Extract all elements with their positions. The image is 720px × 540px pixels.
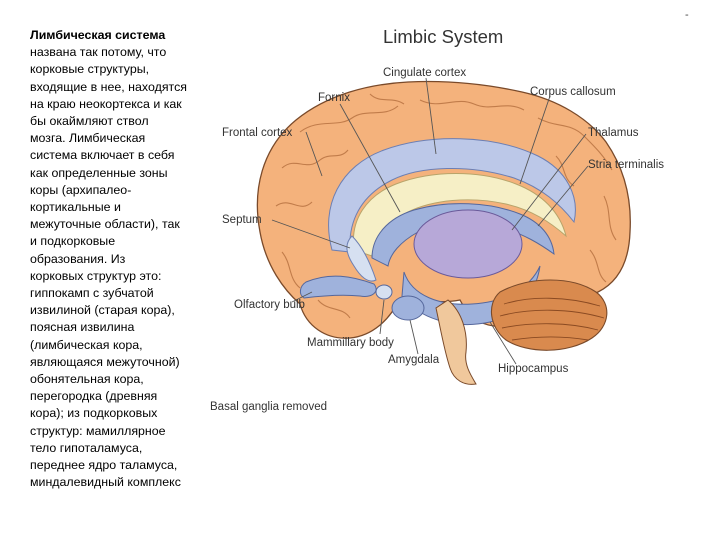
text-line: поясная извилина — [30, 320, 135, 335]
text-line: кора); из подкорковых — [30, 406, 158, 421]
text-line: переднее ядро таламуса, — [30, 458, 178, 473]
label-thalamus: Thalamus — [588, 127, 639, 139]
text-line: межуточные области), так — [30, 217, 180, 232]
text-line: являющаяся межуточной) — [30, 354, 180, 369]
label-amygdala: Amygdala — [388, 354, 440, 366]
text-line: структур: мамиллярное — [30, 423, 166, 438]
thalamus-region — [413, 209, 523, 279]
text-line: коры (архипалео- — [30, 182, 132, 197]
text-line: миндалевидный комплекс — [30, 475, 181, 490]
corner-mark: - — [685, 9, 689, 21]
text-line: кортикальные и — [30, 200, 121, 215]
leader-lines — [271, 77, 589, 365]
text-line: перегородка (древняя — [30, 389, 158, 404]
amygdala-region — [391, 295, 425, 321]
text-line: корковые структуры, — [30, 62, 150, 77]
olfactory-bulb-region — [299, 275, 377, 299]
text-line: система включает в себя — [30, 148, 175, 163]
text-line: корковых структур это: — [30, 268, 162, 283]
label-frontal-cortex: Frontal cortex — [222, 127, 293, 139]
cerebellum — [490, 279, 608, 351]
text-line: образования. Из — [30, 251, 126, 266]
text-line: мозга. Лимбическая — [30, 131, 146, 146]
text-line: как определенные зоны — [30, 165, 168, 180]
label-septum: Septum — [222, 214, 262, 226]
mammillary-body-region — [375, 284, 393, 300]
text-line: и подкорковые — [30, 234, 116, 249]
figure-title: Limbic System — [383, 26, 503, 47]
text-line: бы окаймляют ствол — [30, 114, 149, 129]
label-corpus-callosum: Corpus callosum — [530, 86, 616, 98]
text-line: на краю неокортекса и как — [30, 96, 182, 111]
text-line: гиппокамп с зубчатой — [30, 286, 154, 301]
label-fornix: Fornix — [318, 92, 350, 104]
description-text: Лимбическая система названа так потому, … — [30, 27, 212, 491]
brainstem — [435, 299, 477, 385]
cingulate-cortex-region — [328, 138, 576, 253]
text-line: (лимбическая кора, — [30, 337, 143, 352]
label-hippocampus: Hippocampus — [498, 363, 569, 375]
label-cingulate-cortex: Cingulate cortex — [383, 67, 466, 79]
cerebellum-folia — [499, 297, 605, 341]
label-stria-terminalis: Stria terminalis — [588, 159, 664, 171]
label-mammillary-body: Mammillary body — [307, 337, 394, 349]
text-line: Лимбическая система — [30, 28, 166, 42]
text-line: названа так потому, что — [30, 45, 167, 60]
text-line: обонятельная кора, — [30, 372, 144, 387]
text-line: извилиной (старая кора), — [30, 303, 175, 318]
text-line: тело гипоталамуса, — [30, 440, 143, 455]
septum-region — [346, 235, 377, 282]
text-line: входящие в нее, находятся — [30, 79, 187, 94]
label-olfactory-bulb: Olfactory bulb — [234, 299, 305, 311]
label-basal-ganglia-removed: Basal ganglia removed — [210, 401, 327, 413]
